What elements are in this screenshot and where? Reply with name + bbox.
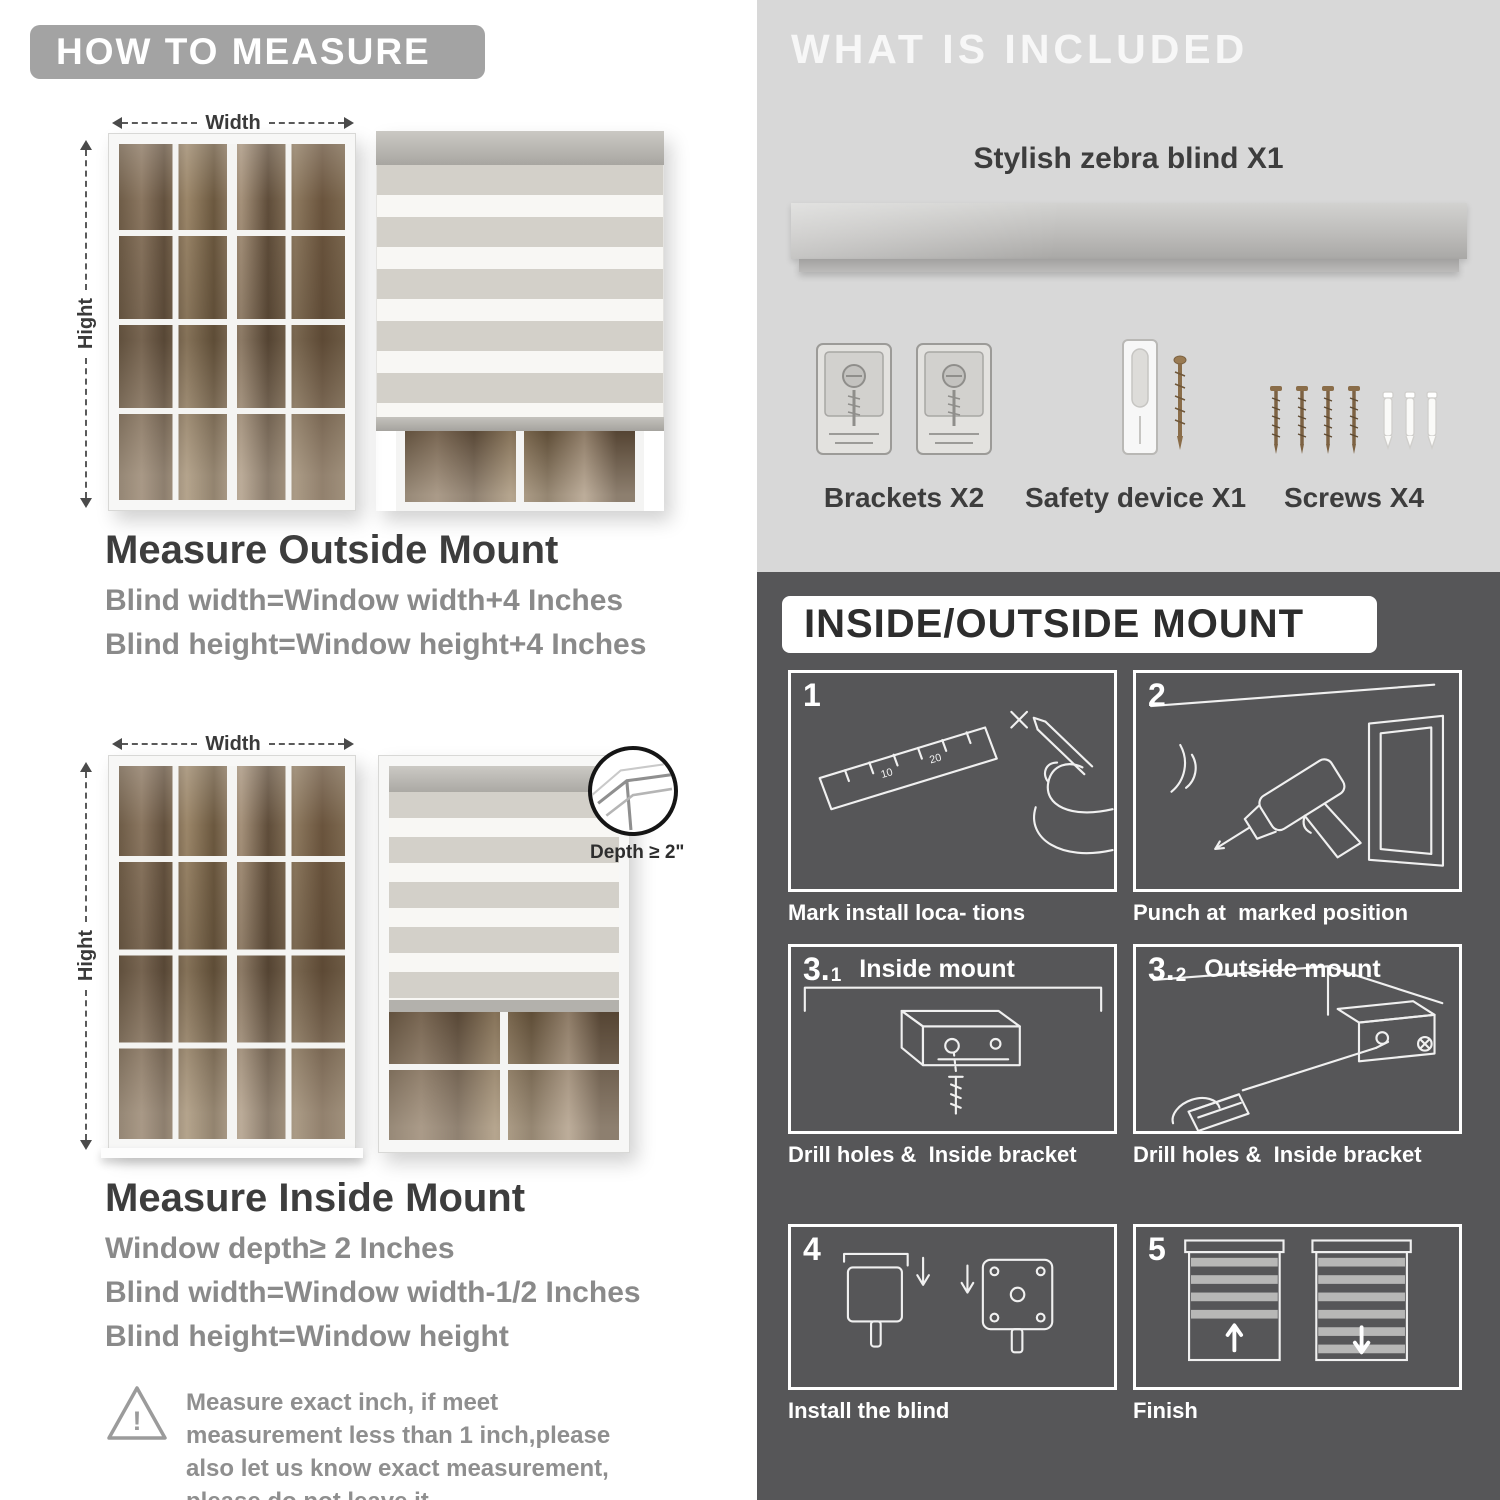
blind-stripes bbox=[389, 792, 619, 1000]
zebra-blind-headrail bbox=[791, 203, 1467, 259]
brackets-icon bbox=[816, 343, 992, 455]
outside-mount-line1: Blind width=Window width+4 Inches bbox=[105, 584, 624, 617]
brackets-label: Brackets X2 bbox=[823, 482, 985, 513]
safety-device-label: Safety device X1 bbox=[1025, 482, 1247, 513]
step-caption-1: Mark install loca- tions bbox=[788, 900, 1026, 925]
outside-mount-title: Measure Outside Mount bbox=[105, 528, 559, 572]
how-to-measure-header: HOW TO MEASURE bbox=[30, 25, 485, 79]
width-arrow: Width bbox=[112, 732, 355, 755]
step-number: 3.2 Outside mount bbox=[1148, 951, 1381, 987]
arrow-up-icon bbox=[80, 762, 92, 772]
window-illustration bbox=[101, 755, 363, 1158]
inside-bracket-art bbox=[803, 986, 1103, 1115]
warning-icon: ! bbox=[107, 1386, 167, 1440]
step-panel-2: 2 bbox=[1133, 670, 1462, 892]
depth-label: Depth ≥ 2" bbox=[590, 842, 685, 863]
height-label: Hight bbox=[74, 930, 97, 982]
step-number: 4 bbox=[803, 1231, 821, 1267]
finish-art bbox=[1184, 1239, 1412, 1362]
zebra-blind-illustration bbox=[376, 131, 664, 511]
outside-mount-line2: Blind height=Window height+4 Inches bbox=[105, 628, 647, 661]
window-corner-detail bbox=[592, 763, 673, 831]
window-below-blind bbox=[389, 1012, 619, 1140]
step-title: Outside mount bbox=[1204, 954, 1381, 983]
window-glass bbox=[119, 144, 345, 500]
step-number: 2 bbox=[1148, 677, 1166, 713]
arrow-up-icon bbox=[80, 140, 92, 150]
zebra-blind-headrail-lip bbox=[799, 259, 1459, 272]
zebra-blind-inside-illustration bbox=[378, 755, 630, 1153]
blind-item-label: Stylish zebra blind X1 bbox=[973, 142, 1284, 175]
arrow-down-icon bbox=[80, 498, 92, 508]
ruler-mark-10: 10 bbox=[879, 766, 894, 781]
step-caption-3-2: Drill holes & Inside bracket bbox=[1133, 1142, 1422, 1167]
step-caption-2: Punch at marked position bbox=[1133, 900, 1409, 925]
step-panel-5: 5 bbox=[1133, 1224, 1462, 1390]
screws-label: Screws X4 bbox=[1283, 482, 1425, 513]
blind-bottom-rail bbox=[376, 417, 664, 431]
arrow-right-icon bbox=[344, 117, 355, 129]
step-caption-4: Install the blind bbox=[788, 1398, 950, 1423]
depth-magnifier-icon bbox=[588, 746, 678, 836]
window-glass bbox=[119, 766, 345, 1139]
height-arrow: Hight bbox=[74, 140, 98, 508]
width-label: Width bbox=[205, 732, 261, 755]
blind-stripes bbox=[376, 165, 664, 417]
arrow-right-icon bbox=[344, 738, 355, 750]
install-blind-art bbox=[843, 1252, 1054, 1354]
inside-mount-line3: Blind height=Window height bbox=[105, 1320, 509, 1353]
screws-icon bbox=[1270, 386, 1438, 454]
what-is-included-section: WHAT IS INCLUDED Stylish zebra blind X1 bbox=[757, 0, 1500, 572]
warning-text: Measure exact inch, if meet measurement … bbox=[186, 1389, 611, 1500]
step-caption-3-1: Drill holes & Inside bracket bbox=[788, 1142, 1077, 1167]
safety-device-icon bbox=[1122, 339, 1187, 455]
mount-instructions-section: INSIDE/OUTSIDE MOUNT 1 10 20 bbox=[757, 572, 1500, 1500]
inside-mount-line2: Blind width=Window width-1/2 Inches bbox=[105, 1276, 641, 1309]
inside-mount-line1: Window depth≥ 2 Inches bbox=[105, 1232, 455, 1265]
inside-mount-title: Measure Inside Mount bbox=[105, 1176, 526, 1220]
step-panel-4: 4 bbox=[788, 1224, 1117, 1390]
arrow-left-icon bbox=[112, 738, 122, 750]
what-is-included-header: WHAT IS INCLUDED bbox=[791, 26, 1249, 72]
step-number: 1 bbox=[803, 677, 821, 713]
step-caption-5: Finish bbox=[1133, 1398, 1198, 1423]
drill-art bbox=[1149, 683, 1445, 867]
blind-cassette bbox=[389, 766, 619, 792]
blind-cassette bbox=[376, 131, 664, 165]
warning-exclamation: ! bbox=[133, 1406, 142, 1436]
step-panel-3-2: 3.2 Outside mount bbox=[1133, 944, 1462, 1134]
step-panel-1: 1 10 20 bbox=[788, 670, 1117, 892]
height-arrow: Hight bbox=[74, 762, 98, 1150]
step-number: 3.1 Inside mount bbox=[803, 951, 1015, 987]
outside-bracket-art bbox=[1152, 965, 1444, 1131]
mount-section-header: INSIDE/OUTSIDE MOUNT bbox=[782, 596, 1377, 653]
window-below-blind bbox=[396, 431, 644, 511]
blind-bottom-rail bbox=[389, 1000, 619, 1012]
step-panel-3-1: 3.1 Inside mount bbox=[788, 944, 1117, 1134]
width-arrow: Width bbox=[112, 111, 355, 134]
ruler-mark-20: 20 bbox=[928, 752, 943, 767]
window-illustration bbox=[108, 133, 356, 511]
mark-locations-art: 10 20 bbox=[818, 710, 1114, 855]
height-label: Hight bbox=[74, 298, 97, 350]
arrow-down-icon bbox=[80, 1140, 92, 1150]
width-label: Width bbox=[205, 111, 261, 134]
step-title: Inside mount bbox=[859, 954, 1015, 983]
step-number: 5 bbox=[1148, 1231, 1166, 1267]
arrow-left-icon bbox=[112, 117, 122, 129]
